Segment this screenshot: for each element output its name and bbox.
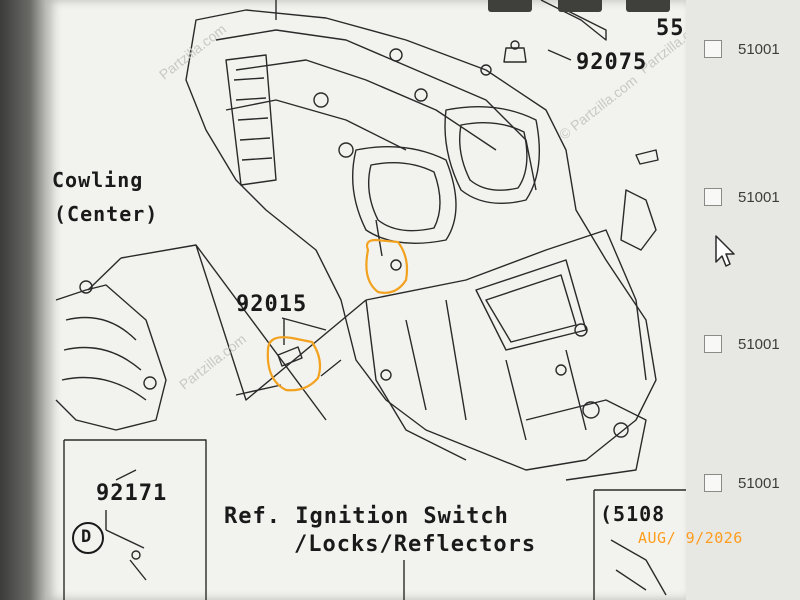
list-item[interactable]: 51001	[704, 188, 800, 210]
part-number: 51001	[738, 189, 780, 206]
part-number-label: 55	[656, 16, 685, 41]
part-number-label: 92075	[576, 50, 648, 75]
diagram-linework	[55, 0, 686, 600]
mouse-pointer-icon	[715, 235, 735, 267]
item-checkbox[interactable]	[704, 474, 722, 492]
part-number-label: 92171	[96, 481, 168, 506]
toolbar-button[interactable]	[558, 0, 602, 12]
parts-list-panel: 51001 51001 51001 51001	[686, 0, 800, 600]
item-checkbox[interactable]	[704, 40, 722, 58]
reference-label: Ref. Ignition Switch	[224, 504, 509, 529]
callout-circle: D	[72, 522, 104, 554]
list-item[interactable]: 51001	[704, 474, 800, 496]
toolbar-button[interactable]	[488, 0, 532, 12]
cowling-label: Cowling	[52, 168, 144, 192]
item-checkbox[interactable]	[704, 188, 722, 206]
photo-date-stamp: AUG/ 9/2026	[638, 529, 743, 547]
list-item[interactable]: 51001	[704, 40, 800, 62]
parts-diagram: Partzilla.com © Partzilla.com Partzilla.…	[46, 0, 709, 600]
cowling-label: (Center)	[54, 202, 159, 226]
callout-letter: D	[81, 527, 93, 547]
toolbar-button[interactable]	[626, 0, 670, 12]
part-number-label: (5108	[600, 502, 666, 526]
part-number: 51001	[738, 475, 780, 492]
reference-label: /Locks/Reflectors	[294, 532, 537, 557]
part-number-label: 92015	[236, 292, 308, 317]
part-number: 51001	[738, 336, 780, 353]
part-number: 51001	[738, 41, 780, 58]
list-item[interactable]: 51001	[704, 335, 800, 357]
item-checkbox[interactable]	[704, 335, 722, 353]
